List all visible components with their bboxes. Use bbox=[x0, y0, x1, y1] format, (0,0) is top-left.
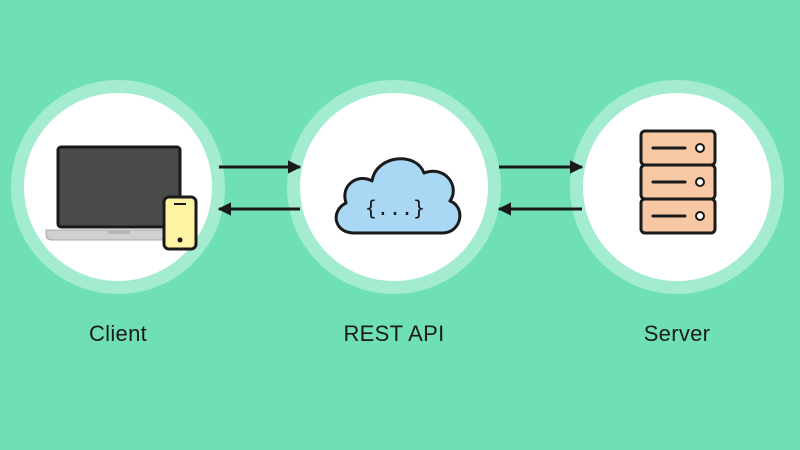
cloud-icon: {...} bbox=[334, 157, 462, 235]
laptop-notch bbox=[108, 230, 130, 234]
client-disc bbox=[24, 93, 212, 281]
api-disc: {...} bbox=[300, 93, 488, 281]
server-disc bbox=[583, 93, 771, 281]
phone bbox=[162, 195, 198, 251]
server-label: Server bbox=[643, 321, 711, 346]
client-label: Client bbox=[88, 321, 148, 346]
api-node: {...} bbox=[287, 80, 501, 294]
laptop-and-phone-icon bbox=[45, 145, 198, 251]
server-rack-icon bbox=[639, 129, 717, 235]
client-node bbox=[11, 80, 225, 294]
server-led-1 bbox=[695, 143, 705, 153]
server-led-3 bbox=[695, 211, 705, 221]
laptop-screen bbox=[56, 145, 182, 229]
cloud-shape bbox=[334, 157, 462, 235]
server-node bbox=[570, 80, 784, 294]
phone-button bbox=[177, 237, 183, 243]
server-led-2 bbox=[695, 177, 705, 187]
cloud-glyph: {...} bbox=[365, 196, 425, 220]
api-label: REST API bbox=[343, 321, 445, 346]
